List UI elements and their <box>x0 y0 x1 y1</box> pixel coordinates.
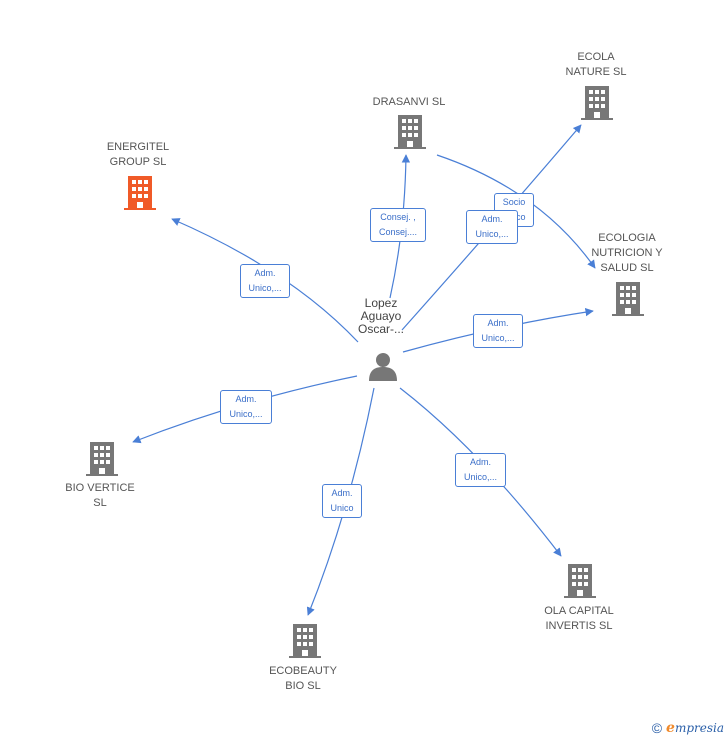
relation-label[interactable]: Adm. Unico,... <box>466 210 518 244</box>
relation-label[interactable]: Adm. Unico,... <box>473 314 523 348</box>
relation-label[interactable]: Adm. Unico <box>322 484 362 518</box>
relation-label[interactable]: Adm. Unico,... <box>455 453 506 487</box>
building-icon[interactable] <box>289 624 321 658</box>
building-icon[interactable] <box>581 86 613 120</box>
node-label-ecologia[interactable]: ECOLOGIA NUTRICION Y SALUD SL <box>591 232 663 274</box>
node-label-biovertice[interactable]: BIO VERTICE SL <box>65 482 135 509</box>
relation-label[interactable]: Adm. Unico,... <box>220 390 272 424</box>
building-icon[interactable] <box>86 442 118 476</box>
footer-brand: © empresia <box>652 720 724 736</box>
node-label-olacapital[interactable]: OLA CAPITAL INVERTIS SL <box>544 605 614 632</box>
building-icon[interactable] <box>612 282 644 316</box>
person-name-label[interactable]: Lopez Aguayo Oscar-... <box>357 296 404 336</box>
node-label-drasanvi[interactable]: DRASANVI SL <box>372 96 446 108</box>
copyright-symbol: © <box>651 720 663 736</box>
brand-logo[interactable]: empresia <box>666 720 724 736</box>
node-label-ecobeauty[interactable]: ECOBEAUTY BIO SL <box>269 665 337 692</box>
node-label-ecola[interactable]: ECOLA NATURE SL <box>565 51 627 78</box>
person-icon[interactable] <box>367 351 399 383</box>
relation-label[interactable]: Adm. Unico,... <box>240 264 290 298</box>
building-icon-highlighted[interactable] <box>124 176 156 210</box>
relation-label[interactable]: Consej. , Consej.... <box>370 208 426 242</box>
building-icon[interactable] <box>564 564 596 598</box>
node-label-energitel[interactable]: ENERGITEL GROUP SL <box>106 141 170 168</box>
building-icon[interactable] <box>394 115 426 149</box>
